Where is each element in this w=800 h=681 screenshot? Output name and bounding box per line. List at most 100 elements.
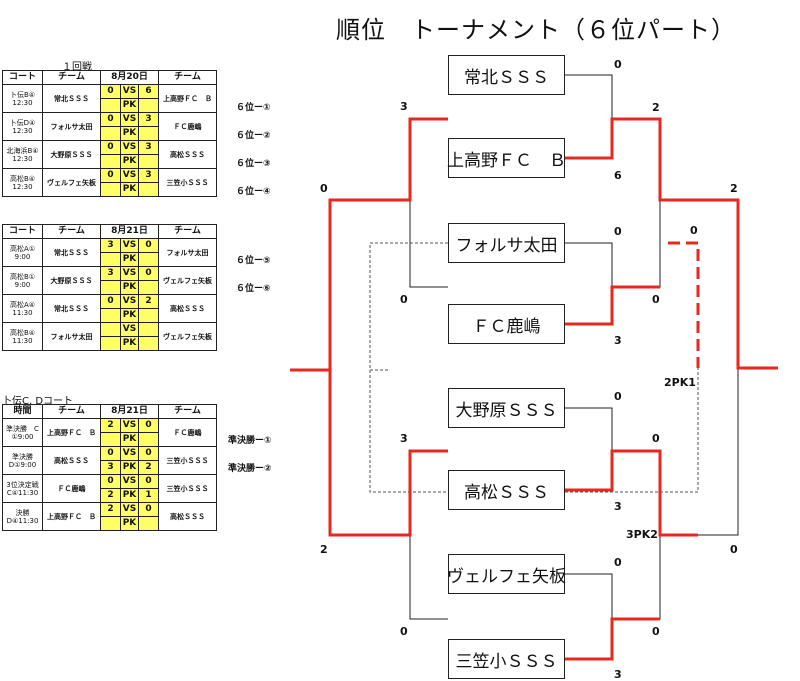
court-name: 準決勝 C <box>6 424 39 433</box>
pk-cell: PK <box>120 488 139 503</box>
pk-cell: PK <box>120 308 139 323</box>
round3-caption: 卜伝C, Dコート <box>2 396 74 407</box>
score: 3 <box>614 500 622 513</box>
score: 3 <box>614 668 622 681</box>
team2-cell: 高松ＳＳＳ <box>158 294 218 323</box>
score: 3 <box>400 432 408 445</box>
score2-cell: 0 <box>137 502 160 517</box>
pk2-cell <box>137 126 160 141</box>
bracket-dashed-lines <box>369 242 699 493</box>
score: 0 <box>614 58 622 71</box>
court-name: 高松B④ <box>9 174 36 183</box>
score: 0 <box>320 182 328 195</box>
court-name: 高松B④ <box>9 328 36 337</box>
court-time: 12:30 <box>12 154 33 163</box>
court-time: C④11:30 <box>6 488 39 497</box>
court-name: 卜伝B④ <box>9 90 36 99</box>
court-time: 9:00 <box>14 252 31 261</box>
pk-cell: PK <box>120 460 139 475</box>
court-name: 高松B① <box>9 272 36 281</box>
team1-cell: 上高野ＦＣ Ｂ <box>42 418 101 447</box>
pk-cell: PK <box>120 516 139 531</box>
team2-cell: フォルサ太田 <box>158 238 218 267</box>
pk-cell: PK <box>120 98 139 113</box>
score1-cell <box>100 322 121 337</box>
team1-cell: フォルサ太田 <box>42 322 101 351</box>
team2-cell: ＦＣ鹿嶋 <box>158 112 218 141</box>
score: 0 <box>690 224 698 237</box>
score2-cell: 0 <box>137 266 160 281</box>
team2-cell: 高松ＳＳＳ <box>158 140 218 169</box>
pk1-cell <box>100 308 121 323</box>
pk2-cell <box>137 336 160 351</box>
court-time: 9:00 <box>14 280 31 289</box>
table-row-pk: PK <box>3 516 217 531</box>
score2-cell: 3 <box>137 168 160 183</box>
team2-cell: ヴェルフェ矢板 <box>158 322 218 351</box>
team1-cell: 常北ＳＳＳ <box>42 84 101 113</box>
score2-cell: 3 <box>137 140 160 155</box>
match-label: 準決勝ー① <box>228 436 272 446</box>
court-time: D①9:00 <box>8 460 37 469</box>
score: 0 <box>400 293 408 306</box>
team-box: 大野原ＳＳＳ <box>448 388 565 428</box>
score: 0 <box>652 432 660 445</box>
bracket-third-place-dashed <box>668 241 700 368</box>
table-row-pk: PK <box>3 98 217 113</box>
pk2-cell <box>137 182 160 197</box>
pk1-cell: 3 <box>100 460 121 475</box>
round1-caption: １回戦 <box>62 62 92 73</box>
score2-cell: 2 <box>137 294 160 309</box>
court-name: 3位決定戦 <box>6 480 39 489</box>
bracket-winner-lines <box>290 117 778 661</box>
score: 3 <box>614 334 622 347</box>
vs-cell: VS <box>120 474 139 489</box>
pk-cell: PK <box>120 126 139 141</box>
team-box: ＦＣ鹿嶋 <box>448 304 565 344</box>
pk1-cell <box>100 252 121 267</box>
team2-cell: ヴェルフェ矢板 <box>158 266 218 295</box>
team1-cell: 常北ＳＳＳ <box>42 238 101 267</box>
score: 2 <box>730 182 738 195</box>
match-label: ６位ー⑥ <box>236 284 271 294</box>
vs-cell: VS <box>120 418 139 433</box>
table-row-pk: PK <box>3 308 217 323</box>
score2-cell: 3 <box>137 112 160 127</box>
vs-cell: VS <box>120 294 139 309</box>
pk1-cell <box>100 432 121 447</box>
court-name: 準決勝 <box>12 452 33 461</box>
team1-cell: 上高野ＦＣ Ｂ <box>42 502 101 531</box>
score: 6 <box>614 169 622 182</box>
match-label: ６位ー① <box>236 103 271 113</box>
table-row-pk: PK <box>3 182 217 197</box>
score: 0 <box>614 390 622 403</box>
court-time: 11:30 <box>12 336 33 345</box>
court-time: 12:30 <box>12 182 33 191</box>
score: 0 <box>730 543 738 556</box>
team1-cell: ＦＣ鹿嶋 <box>42 474 101 503</box>
pk1-cell <box>100 182 121 197</box>
team2-cell: 高松ＳＳＳ <box>158 502 218 531</box>
score2-cell: 0 <box>137 446 160 461</box>
table-row-pk: PK <box>3 336 217 351</box>
match-label: ６位ー③ <box>236 159 271 169</box>
court-name: 高松A① <box>9 244 36 253</box>
score-pk: 2PK1 <box>664 376 696 389</box>
score: 3 <box>400 100 408 113</box>
score: 2 <box>320 543 328 556</box>
match-label: ６位ー④ <box>236 187 271 197</box>
court-time: ①9:00 <box>11 432 34 441</box>
